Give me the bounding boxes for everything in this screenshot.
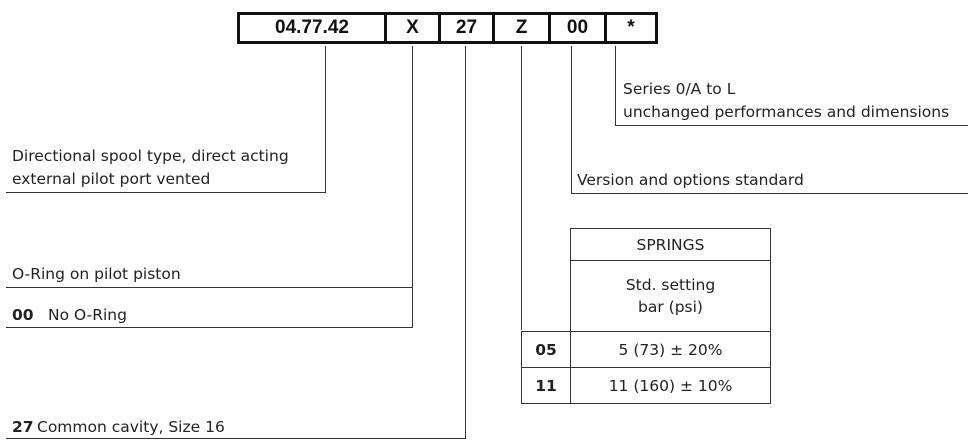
springs-header: SPRINGS bbox=[570, 228, 771, 261]
spool-text-line2: external pilot port vented bbox=[12, 170, 211, 188]
table-row: 05 5 (73) ± 20% bbox=[521, 331, 771, 368]
version-text: Version and options standard bbox=[577, 171, 804, 189]
connector-series-vertical bbox=[615, 46, 616, 125]
spring-value: 5 (73) ± 20% bbox=[570, 331, 771, 368]
oring-divider bbox=[6, 287, 413, 288]
springs-subheader-line2: bar (psi) bbox=[638, 298, 703, 316]
springs-empty-cell bbox=[521, 228, 571, 261]
connector-spring-vertical bbox=[521, 46, 522, 330]
spring-code: 05 bbox=[521, 331, 571, 368]
connector-oring-horizontal bbox=[6, 327, 413, 328]
connector-version-horizontal bbox=[571, 193, 968, 194]
springs-table: SPRINGS Std. setting bar (psi) 05 5 (73)… bbox=[521, 228, 771, 404]
spring-value: 11 (160) ± 10% bbox=[570, 367, 771, 404]
springs-subheader-line1: Std. setting bbox=[625, 276, 716, 294]
code-segment-spring: Z bbox=[492, 12, 551, 44]
connector-series-horizontal bbox=[615, 125, 968, 126]
spool-text-line1: Directional spool type, direct acting bbox=[12, 147, 289, 165]
code-segment-cavity: 27 bbox=[438, 12, 495, 44]
series-text-line1: Series 0/A to L bbox=[623, 80, 736, 98]
cavity-desc: Common cavity, Size 16 bbox=[37, 418, 225, 436]
cavity-code: 27 bbox=[12, 418, 34, 436]
code-segment-series: * bbox=[604, 12, 658, 44]
oring-desc: No O-Ring bbox=[48, 306, 127, 324]
code-segment-model: 04.77.42 bbox=[237, 12, 387, 44]
table-row: 11 11 (160) ± 10% bbox=[521, 367, 771, 404]
springs-subheader: Std. setting bar (psi) bbox=[570, 260, 771, 332]
oring-code: 00 bbox=[12, 306, 34, 324]
connector-oring-vertical bbox=[412, 46, 413, 328]
connector-version-vertical bbox=[571, 46, 572, 193]
spring-code: 11 bbox=[521, 367, 571, 404]
oring-title: O-Ring on pilot piston bbox=[12, 265, 181, 283]
code-segment-version: 00 bbox=[548, 12, 607, 44]
springs-empty-cell-2 bbox=[521, 260, 571, 332]
series-text-line2: unchanged performances and dimensions bbox=[623, 103, 950, 121]
connector-cavity-vertical bbox=[465, 46, 466, 438]
connector-spool-horizontal bbox=[6, 192, 326, 193]
code-segment-spool: X bbox=[384, 12, 441, 44]
connector-cavity-horizontal bbox=[6, 438, 466, 439]
connector-spool-vertical bbox=[325, 46, 326, 192]
